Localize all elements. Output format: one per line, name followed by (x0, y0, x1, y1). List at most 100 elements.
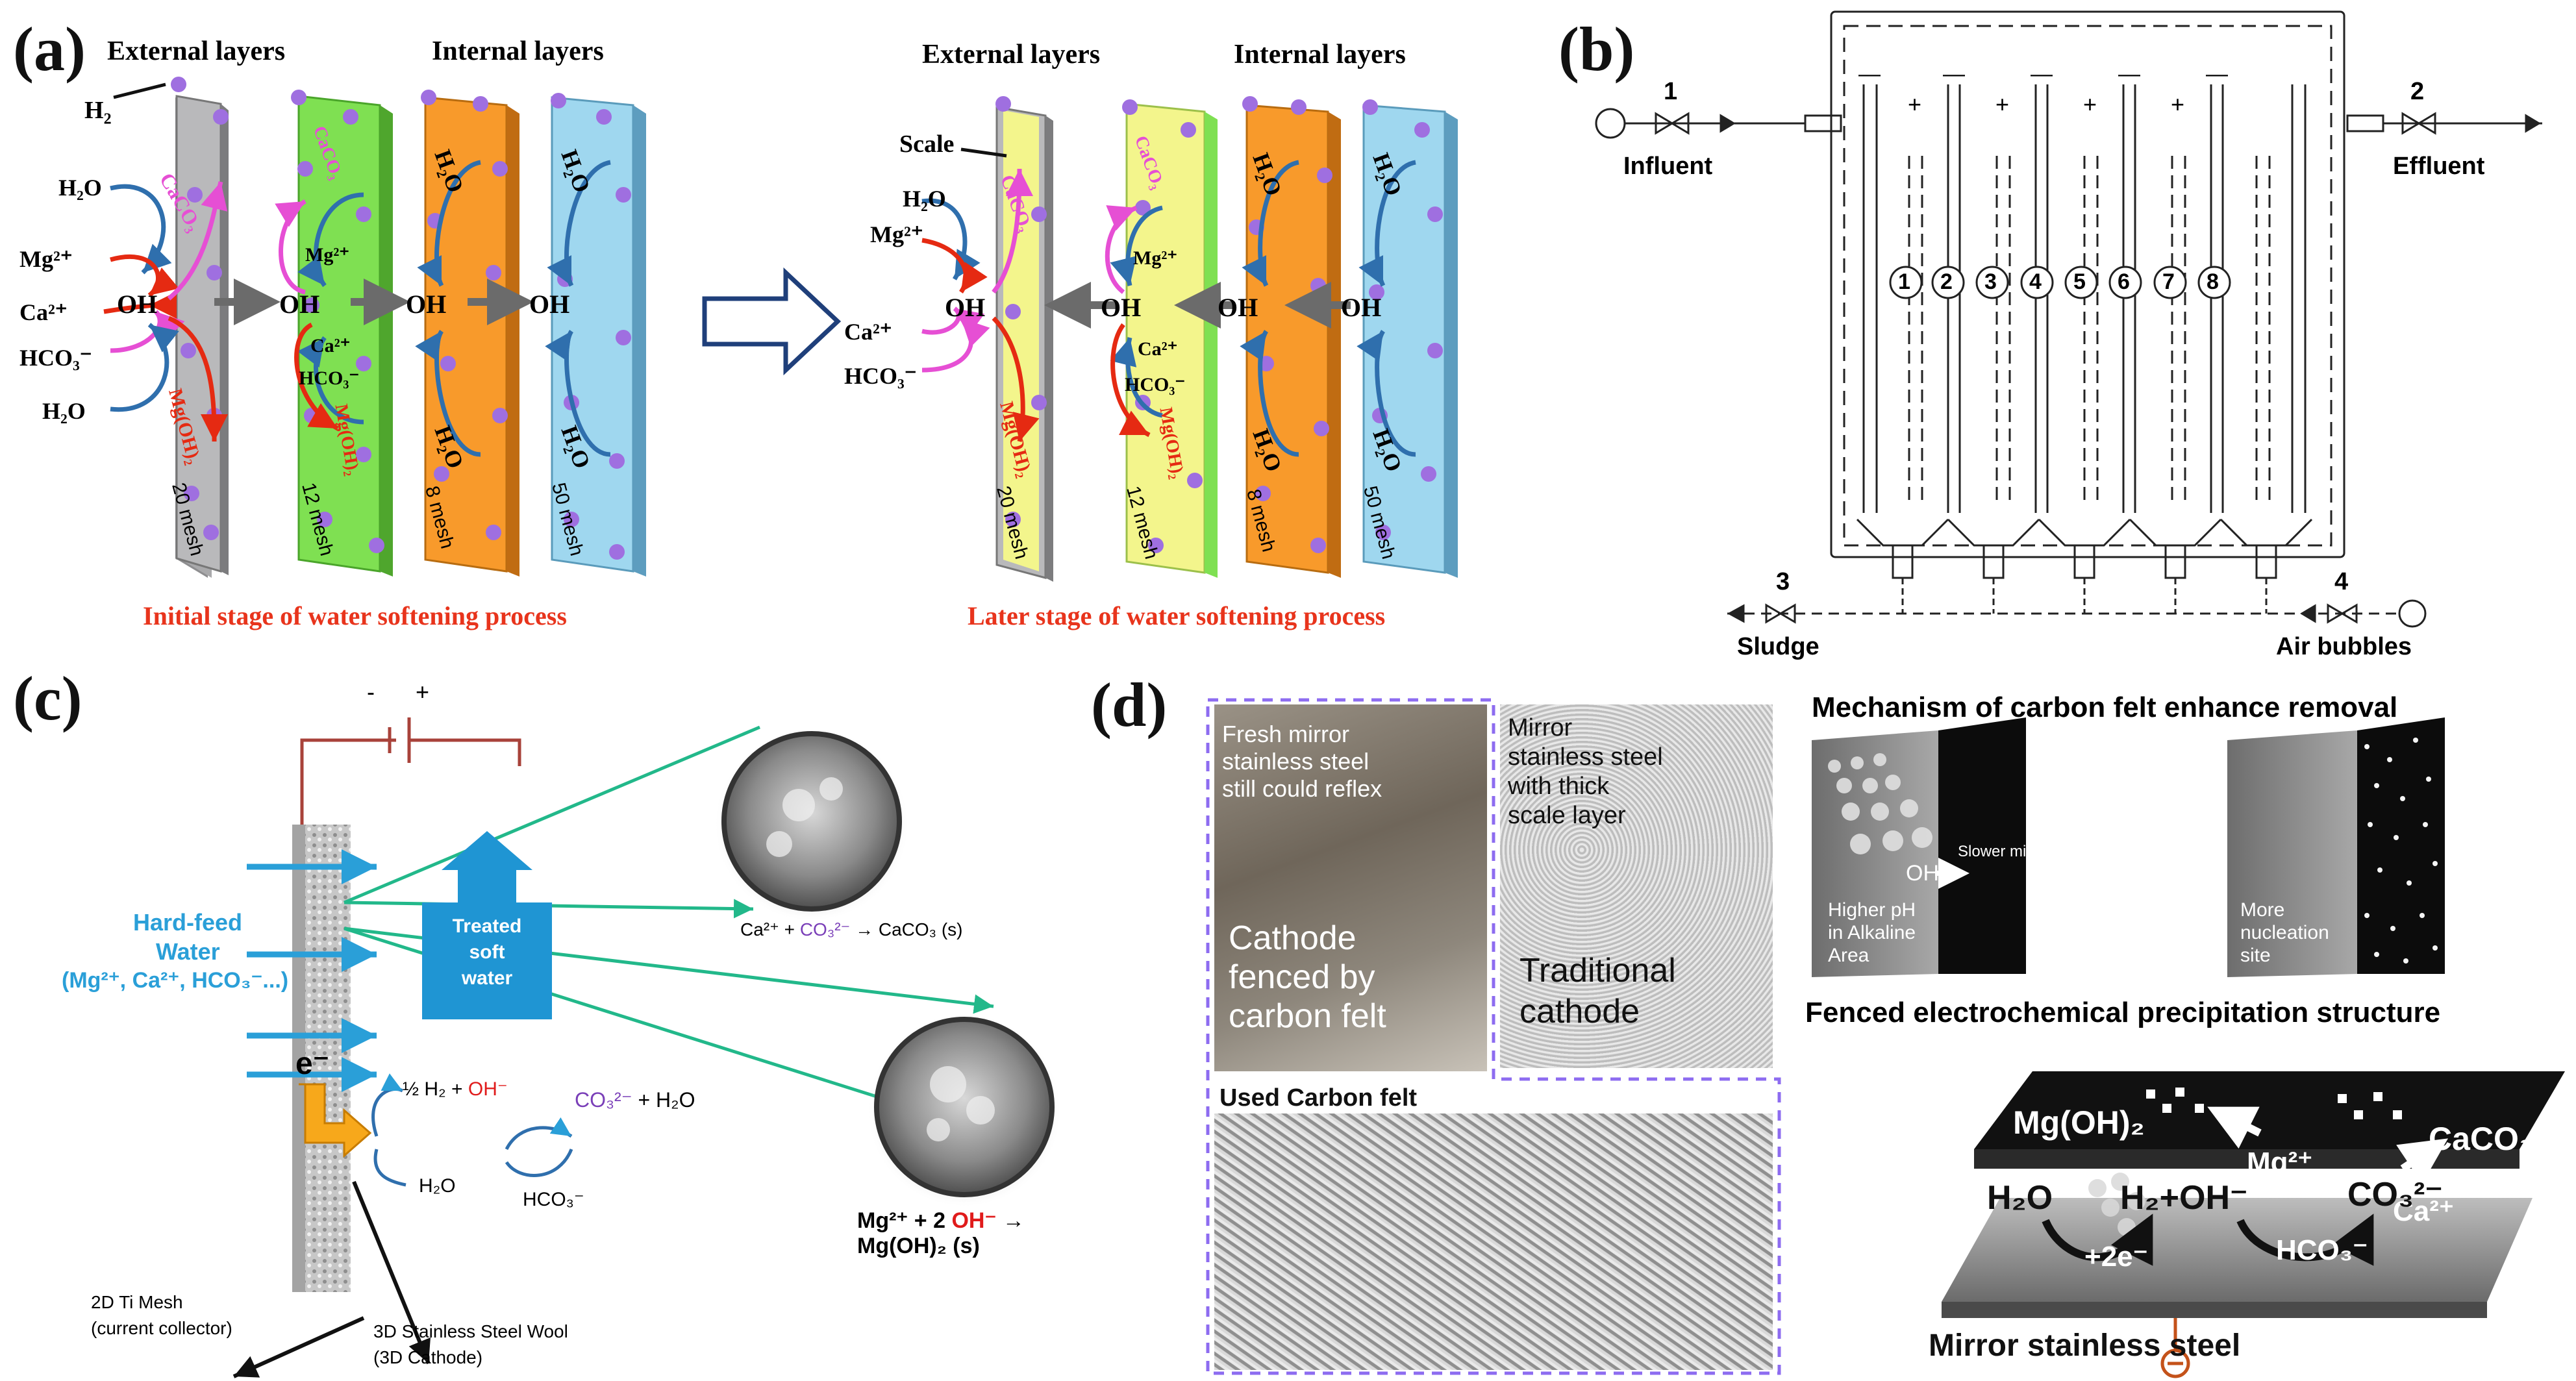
air-label: Air bubbles (2276, 633, 2412, 660)
cell-5: 5 (2073, 269, 2086, 294)
slower-migration: Slower migration speed (1958, 843, 2121, 860)
photo-fenced-cathode (1214, 704, 1487, 1071)
sign-2: + (1908, 91, 1922, 118)
hard-feed-2: Water (156, 938, 220, 965)
h2-label: H2 (84, 96, 112, 129)
left-oh: OH (117, 290, 158, 319)
panel-b-label: (b) (1558, 14, 1635, 84)
sign-5: — (2031, 62, 2053, 86)
fresh-2: stainless steel (1222, 748, 1369, 775)
left-oh-2: OH (279, 290, 320, 319)
influent-label: Influent (1623, 153, 1713, 180)
higher-ph-3: Area (1828, 945, 1869, 966)
cell-2: 2 (1940, 269, 1953, 294)
electron-label: e⁻ (295, 1047, 330, 1081)
ti-mesh-2: (current collector) (91, 1318, 232, 1338)
ca2-label: Ca²⁺ (2393, 1195, 2455, 1227)
right-oh-4: OH (1341, 293, 1382, 322)
eq-caco3-a: Ca²⁺ + (740, 919, 800, 939)
mirror-1: Mirror (1508, 714, 1573, 741)
h2-oh-label: H₂+OH⁻ (2120, 1179, 2248, 1217)
panel-b: (b) (1558, 0, 2576, 682)
effluent-label: Effluent (2393, 153, 2485, 180)
hco3-bottom-label: HCO₃⁻ (2276, 1234, 2368, 1266)
left-caption: Initial stage of water softening process (143, 601, 567, 630)
right-mg-mid: Mg²⁺ (1133, 247, 1178, 269)
higher-ph-1: Higher pH (1828, 899, 1916, 921)
eq-mgoh2-b: OH⁻ (951, 1208, 997, 1233)
traditional-2: cathode (1519, 993, 1640, 1030)
cell-3: 3 (1984, 269, 1997, 294)
left-mg: Mg²⁺ (19, 246, 73, 272)
half-h2-text: ½ H₂ + (403, 1078, 468, 1100)
left-mg-mid: Mg²⁺ (305, 244, 350, 266)
cell-8: 8 (2207, 269, 2219, 294)
right-reaction-arrows (921, 160, 1416, 457)
sign-8: + (2171, 91, 2185, 118)
scale-pointer (960, 147, 1007, 158)
treated-3: water (461, 967, 513, 989)
right-ca-mid: Ca²⁺ (1138, 338, 1178, 360)
panel-d-label: (d) (1091, 670, 1168, 740)
mirror-ss-label: Mirror stainless steel (1929, 1328, 2241, 1363)
sem-caco3 (721, 731, 902, 912)
eq-mgoh2-a: Mg²⁺ + 2 (857, 1208, 952, 1233)
fenced-2: fenced by (1229, 958, 1375, 996)
left-oh-4: OH (529, 290, 570, 319)
photo-used-felt (1214, 1114, 1773, 1370)
panel-a: (a) (0, 0, 1558, 649)
co3-label: CO₃²⁻ + H₂O (575, 1088, 695, 1112)
mirror-4: scale layer (1508, 802, 1626, 829)
carbon-felt-label: Carbon felt (2058, 1032, 2203, 1063)
panel-c-label: (c) (13, 664, 82, 733)
right-internal-layers: Internal layers (1234, 40, 1406, 69)
left-ca: Ca²⁺ (19, 299, 68, 325)
h2-sub: 2 (103, 110, 112, 128)
left-hco3: HCO₃⁻ (19, 345, 92, 371)
h2-text: H (84, 97, 104, 124)
right-water-top: H₂O (903, 186, 946, 212)
panel-a-label: (a) (13, 14, 86, 84)
panel-b-diagram (1595, 10, 2542, 628)
sign-9: — (2206, 62, 2228, 86)
valve-4-label: 4 (2334, 568, 2349, 595)
sem-mgoh2 (874, 1017, 1055, 1197)
fresh-1: Fresh mirror (1222, 721, 1349, 747)
right-oh-3: OH (1218, 293, 1258, 322)
fenced-3: carbon felt (1229, 997, 1386, 1035)
right-caption: Later stage of water softening process (968, 601, 1386, 630)
eq-caco3-c: → CaCO₃ (s) (850, 919, 963, 939)
hco3-label: HCO₃⁻ (523, 1189, 584, 1210)
plus2e-label: +2e⁻ (2084, 1241, 2148, 1273)
treated-1: Treated (452, 915, 522, 937)
more-nuc-2: nucleation (2240, 922, 2329, 943)
treated-box (422, 902, 552, 1019)
left-oh-3: OH (406, 290, 447, 319)
higher-ph-2: in Alkaline (1828, 922, 1916, 943)
right-hco3-mid: HCO₃⁻ (1125, 374, 1186, 395)
cell-4: 4 (2029, 269, 2042, 294)
sign-7: — (2118, 62, 2140, 86)
right-ca: Ca²⁺ (844, 319, 892, 345)
panel-c: (c) (0, 656, 1071, 1381)
panel-d-overlay (1206, 698, 1781, 1375)
right-scale: Scale (899, 131, 955, 158)
fresh-3: still could reflex (1222, 775, 1382, 802)
sign-4: + (1995, 91, 2010, 118)
eq-caco3-b: CO₃²⁻ (799, 919, 851, 939)
right-hco3: HCO₃⁻ (844, 363, 917, 389)
right-plates (995, 103, 1458, 582)
ss-wool-2: (3D Cathode) (373, 1347, 483, 1367)
right-mg: Mg²⁺ (870, 221, 923, 247)
right-oh: OH (945, 293, 986, 322)
cell-circles (1889, 266, 2231, 299)
hard-feed-1: Hard-feed (133, 909, 243, 936)
used-felt-label: Used Carbon felt (1219, 1084, 1418, 1112)
mg2-label: Mg²⁺ (2247, 1147, 2313, 1178)
left-reaction-arrows (103, 160, 611, 457)
mech-oh: OH⁻ (1906, 861, 1951, 886)
half-h2: ½ H₂ + OH⁻ (403, 1078, 508, 1101)
sludge-label: Sludge (1737, 633, 1819, 660)
mirror-2: stainless steel (1508, 743, 1663, 771)
half-h2-oh: OH⁻ (468, 1078, 508, 1100)
